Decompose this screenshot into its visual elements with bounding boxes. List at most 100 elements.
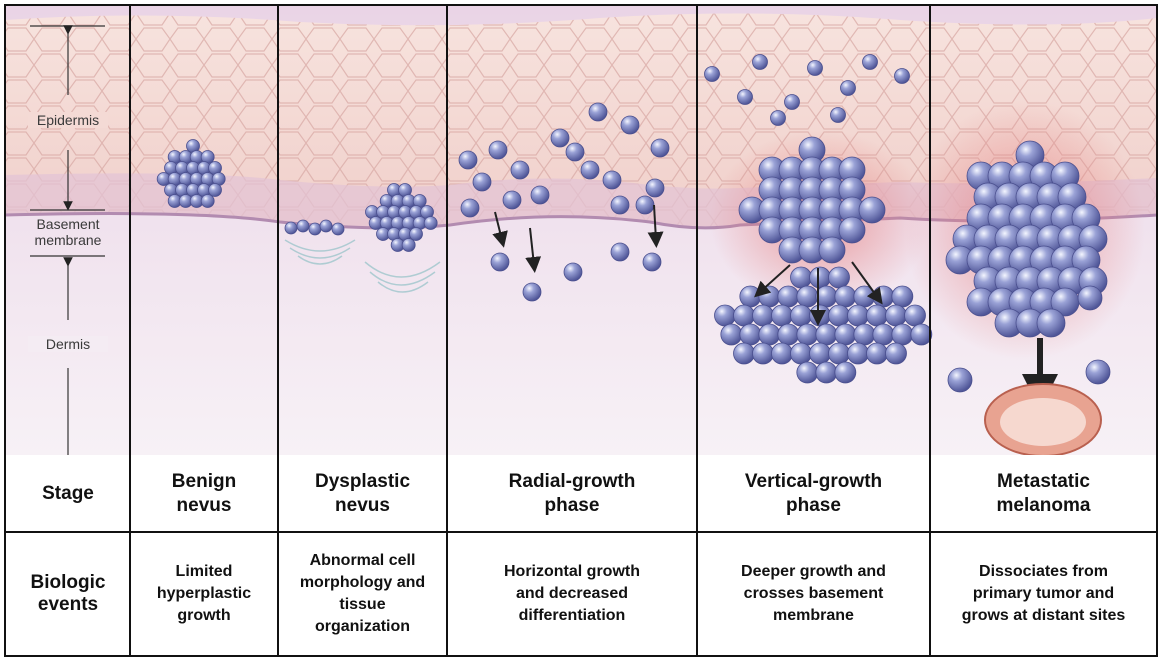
event-metastatic-melanoma: Dissociates from primary tumor and grows… xyxy=(931,534,1156,654)
vertical-growth-cell xyxy=(886,305,907,326)
metastatic-cell xyxy=(1078,286,1102,310)
vertical-growth-cell xyxy=(785,95,800,110)
radial-growth-cell xyxy=(611,243,629,261)
biologic-events-row-label: Biologic events xyxy=(7,534,129,654)
vertical-growth-cell xyxy=(839,217,865,243)
vertical-growth-cell xyxy=(791,343,812,364)
vertical-growth-cell xyxy=(905,305,926,326)
basement-membrane-label: Basement membrane xyxy=(22,216,114,248)
metastatic-cell xyxy=(1037,309,1065,337)
vertical-growth-cell xyxy=(841,81,856,96)
stage-vertical-growth-phase: Vertical-growth phase xyxy=(698,457,929,531)
radial-growth-cell xyxy=(503,191,521,209)
dermis-label: Dermis xyxy=(28,336,108,352)
vertical-growth-cell xyxy=(829,267,850,288)
vertical-growth-cell xyxy=(721,324,742,345)
dysplastic-nevus-cell xyxy=(402,239,415,252)
vertical-growth-cell xyxy=(740,286,761,307)
vertical-growth-cell xyxy=(835,324,856,345)
vertical-growth-cell xyxy=(873,324,894,345)
radial-growth-cell xyxy=(611,196,629,214)
dysplastic-nevus-cell xyxy=(410,228,423,241)
vertical-growth-cell xyxy=(848,305,869,326)
vertical-growth-cell xyxy=(740,324,761,345)
vertical-growth-cell xyxy=(829,305,850,326)
radial-growth-cell xyxy=(523,283,541,301)
vertical-growth-cell xyxy=(886,343,907,364)
vertical-growth-cell xyxy=(810,267,831,288)
radial-growth-cell xyxy=(489,141,507,159)
vertical-growth-cell xyxy=(808,61,823,76)
radial-growth-cell xyxy=(603,171,621,189)
dysplastic-nevus-cell xyxy=(332,223,344,235)
stage-metastatic-melanoma: Metastatic melanoma xyxy=(931,457,1156,531)
metastatic-cell xyxy=(948,368,972,392)
vertical-growth-cell xyxy=(753,55,768,70)
event-radial-growth-phase: Horizontal growth and decreased differen… xyxy=(448,534,696,654)
vertical-growth-cell xyxy=(810,343,831,364)
vertical-growth-cell xyxy=(791,305,812,326)
metastatic-cell xyxy=(1086,360,1110,384)
dysplastic-nevus-cell xyxy=(309,223,321,235)
vertical-growth-cell xyxy=(892,324,913,345)
radial-growth-cell xyxy=(531,186,549,204)
radial-growth-cell xyxy=(491,253,509,271)
vertical-growth-cell xyxy=(734,343,755,364)
vertical-growth-cell xyxy=(810,305,831,326)
dysplastic-nevus-cell xyxy=(424,217,437,230)
radial-growth-cell xyxy=(643,253,661,271)
vertical-growth-cell xyxy=(771,111,786,126)
vertical-growth-cell xyxy=(772,343,793,364)
stage-benign-nevus: Benign nevus xyxy=(131,457,277,531)
blood-vessel xyxy=(985,384,1101,456)
vertical-growth-cell xyxy=(867,343,888,364)
vertical-growth-cell xyxy=(772,305,793,326)
benign-nevus-cell xyxy=(209,184,222,197)
stage-row-label: Stage xyxy=(7,457,129,531)
vertical-growth-cell xyxy=(797,362,818,383)
radial-growth-cell xyxy=(581,161,599,179)
vertical-growth-cell xyxy=(705,67,720,82)
radial-growth-cell xyxy=(646,179,664,197)
radial-growth-cell xyxy=(473,173,491,191)
stage-radial-growth-phase: Radial-growth phase xyxy=(448,457,696,531)
vertical-growth-cell xyxy=(892,286,913,307)
vertical-growth-cell xyxy=(835,286,856,307)
vertical-growth-cell xyxy=(816,362,837,383)
radial-growth-cell xyxy=(459,151,477,169)
vertical-growth-cell xyxy=(734,305,755,326)
vertical-growth-cell xyxy=(753,343,774,364)
radial-growth-cell xyxy=(651,139,669,157)
vertical-growth-cell xyxy=(819,237,845,263)
vertical-growth-cell xyxy=(859,197,885,223)
vertical-growth-cell xyxy=(831,108,846,123)
vertical-growth-cell xyxy=(867,305,888,326)
benign-nevus-cell xyxy=(201,195,214,208)
radial-growth-cell xyxy=(551,129,569,147)
vertical-growth-cell xyxy=(778,324,799,345)
stage-dysplastic-nevus: Dysplastic nevus xyxy=(279,457,446,531)
vertical-growth-cell xyxy=(738,90,753,105)
vertical-growth-cell xyxy=(848,343,869,364)
vertical-growth-cell xyxy=(753,305,774,326)
radial-growth-cell xyxy=(461,199,479,217)
dysplastic-nevus-cell xyxy=(320,220,332,232)
radial-growth-cell xyxy=(566,143,584,161)
vertical-growth-cell xyxy=(778,286,799,307)
vertical-growth-cell xyxy=(835,362,856,383)
vertical-growth-cell xyxy=(863,55,878,70)
vertical-growth-cell xyxy=(895,69,910,84)
vertical-growth-cell xyxy=(816,324,837,345)
vertical-growth-cell xyxy=(911,324,932,345)
vertical-growth-cell xyxy=(854,324,875,345)
dysplastic-nevus-cell xyxy=(285,222,297,234)
dysplastic-nevus-cell xyxy=(297,220,309,232)
vertical-growth-cell xyxy=(797,286,818,307)
radial-growth-cell xyxy=(511,161,529,179)
radial-growth-cell xyxy=(589,103,607,121)
epidermis-label: Epidermis xyxy=(28,112,108,128)
radial-growth-cell xyxy=(564,263,582,281)
vertical-growth-cell xyxy=(715,305,736,326)
vertical-growth-cell xyxy=(791,267,812,288)
event-dysplastic-nevus: Abnormal cell morphology and tissue orga… xyxy=(279,534,446,654)
